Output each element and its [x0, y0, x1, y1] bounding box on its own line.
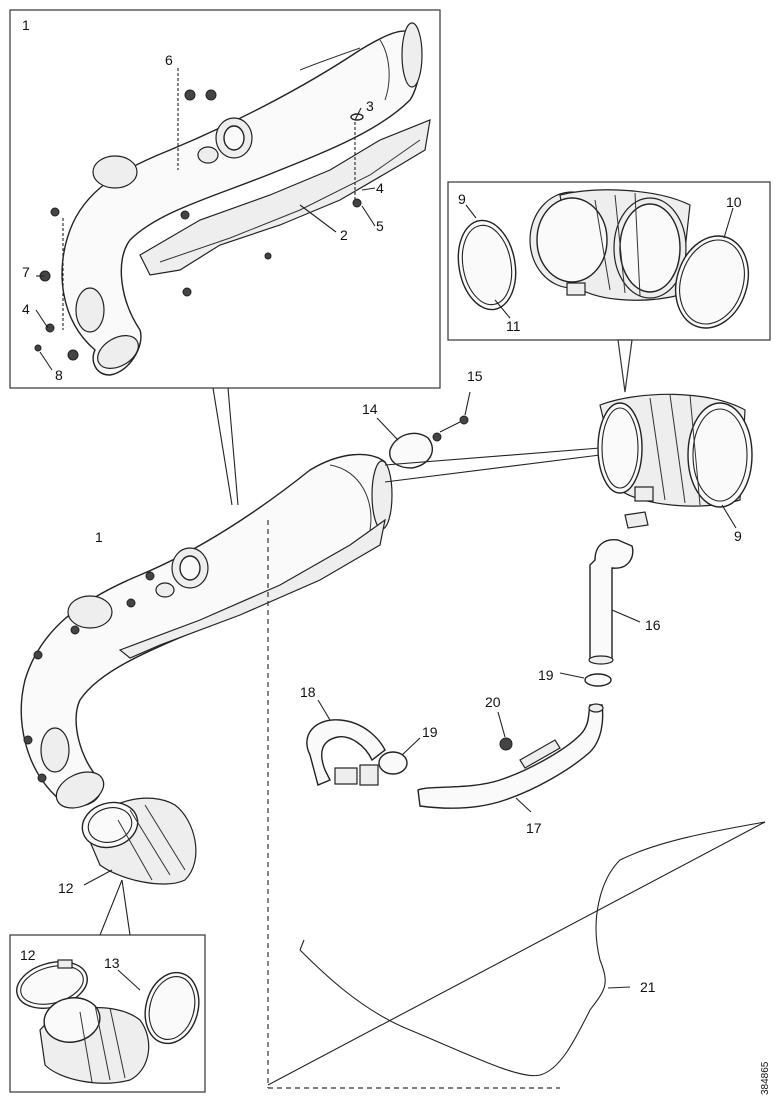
inset-leader-lines: [35, 68, 376, 371]
callout-12b: 12: [20, 947, 36, 963]
inset-clamps: [16, 959, 200, 1084]
callout-5: 5: [376, 218, 384, 234]
main-air-pipe: [20, 453, 393, 809]
callout-9b: 9: [734, 528, 742, 544]
gasket: [389, 432, 433, 469]
main-collar: [597, 393, 753, 508]
callout-12a: 12: [58, 880, 74, 896]
lower-collar: [81, 797, 197, 885]
elbow-hose: [306, 719, 408, 786]
inset-collar: [457, 189, 750, 329]
breather-hose: [584, 511, 649, 687]
callout-17: 17: [526, 820, 542, 836]
callout-19a: 19: [538, 667, 554, 683]
reference-code: 384865: [760, 1061, 771, 1095]
callout-10: 10: [726, 194, 742, 210]
callout-9a: 9: [458, 191, 466, 207]
lower-hose: [417, 703, 604, 809]
drain-cable: [299, 821, 766, 1077]
callout-13: 13: [104, 955, 120, 971]
callout-7: 7: [22, 264, 30, 280]
callout-20: 20: [485, 694, 501, 710]
callout-inset-1: 1: [22, 17, 30, 33]
callout-3: 3: [366, 98, 374, 114]
callout-21: 21: [640, 979, 656, 995]
callout-19b: 19: [422, 724, 438, 740]
callout-14: 14: [362, 401, 378, 417]
callout-1: 1: [95, 529, 103, 545]
callout-8: 8: [55, 367, 63, 383]
callout-15: 15: [467, 368, 483, 384]
inset-fasteners: [34, 89, 364, 361]
callout-2: 2: [340, 227, 348, 243]
callout-4a: 4: [376, 180, 384, 196]
inset-air-pipe: [61, 22, 423, 376]
callout-6: 6: [165, 52, 173, 68]
inset-heat-shield: [139, 119, 431, 276]
callout-16: 16: [645, 617, 661, 633]
callout-4b: 4: [22, 301, 30, 317]
callout-18: 18: [300, 684, 316, 700]
callout-11: 11: [506, 318, 521, 334]
